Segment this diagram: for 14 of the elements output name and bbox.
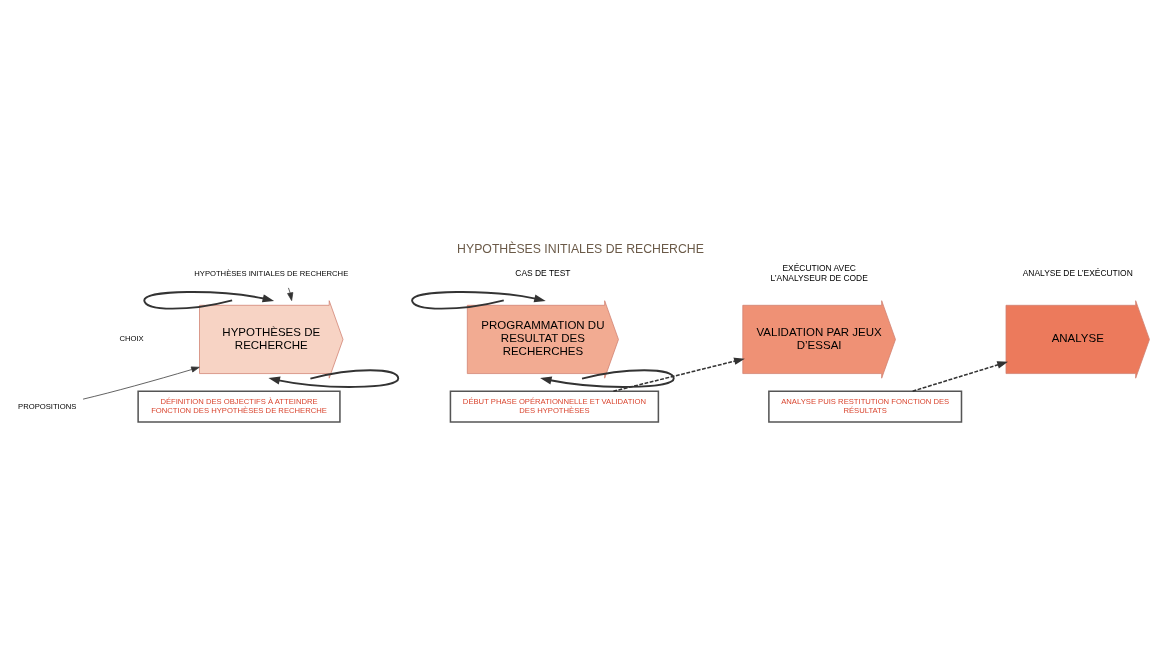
arrow xyxy=(612,357,745,392)
node-text: HYPOTHÈSES INITIALES DE RECHERCHE xyxy=(194,268,349,278)
arrow xyxy=(82,366,200,400)
node-box: DÉBUT PHASE OPÉRATIONNELLE ET VALIDATION DES HYPOTHÈSES xyxy=(449,389,660,423)
node-label: ANALYSE DE L’EXÉCUTION xyxy=(1022,267,1133,278)
arrow xyxy=(287,287,294,301)
node-box: ANALYSE PUIS RESTITUTION FONCTION DES RÉSULTATS xyxy=(768,389,963,423)
node-box: DÉFINITION DES OBJECTIFS À ATTEINDRE FONCTION DES HYPOTHÈSES DE RECHERCHE xyxy=(137,389,341,423)
node-label: EXÉCUTION AVEC L’ANALYSEUR DE CODE xyxy=(770,262,868,283)
node-text: PROPOSITIONS xyxy=(18,401,77,410)
diagram-title: HYPOTHÈSES INITIALES DE RECHERCHE xyxy=(457,241,704,256)
node-label: CAS DE TEST xyxy=(515,267,571,278)
arrow xyxy=(911,360,1008,392)
edge-label: CHOIX xyxy=(119,333,144,343)
